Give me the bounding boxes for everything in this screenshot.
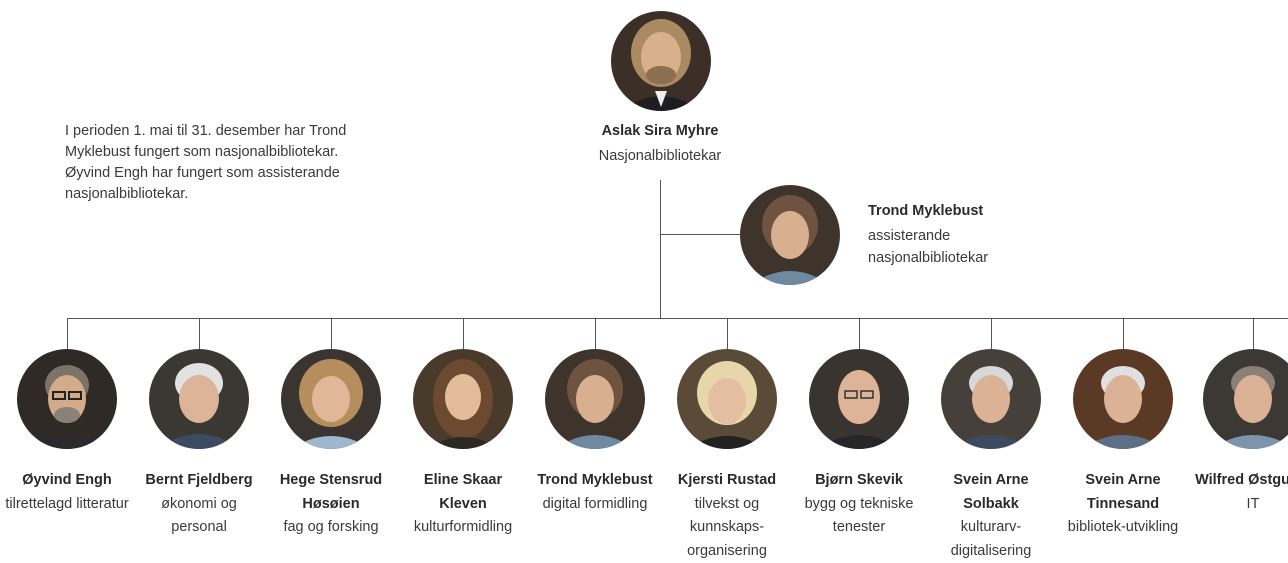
member-portrait <box>545 349 645 449</box>
member-department: kulturarv-digitalisering <box>927 516 1055 563</box>
member-name: Trond Myklebust <box>531 469 659 493</box>
connector-drop-2 <box>199 318 200 350</box>
member-name: Svein Arne Solbakk <box>927 469 1055 516</box>
member-card: Hege Stensrud Høsøien fag og forsking <box>267 349 395 540</box>
member-card: Kjersti Rustad tilvekst og kunnskaps-org… <box>663 349 791 563</box>
member-portrait <box>809 349 909 449</box>
member-name: Wilfred Østgulen <box>1189 469 1288 493</box>
connector-drop-5 <box>595 318 596 350</box>
deputy-role: assisterande nasjonalbibliotekar <box>868 225 1068 269</box>
member-card: Øyvind Engh tilrettelagd litteratur <box>3 349 131 516</box>
connector-drop-1 <box>67 318 68 350</box>
member-card: Bjørn Skevik bygg og tekniske tenester <box>795 349 923 540</box>
period-note: I perioden 1. mai til 31. desember har T… <box>65 121 365 205</box>
member-card: Svein Arne Tinnesand bibliotek-utvikling <box>1059 349 1187 540</box>
connector-drop-6 <box>727 318 728 350</box>
member-name: Svein Arne Tinnesand <box>1059 469 1187 516</box>
member-portrait <box>941 349 1041 449</box>
member-name: Hege Stensrud Høsøien <box>267 469 395 516</box>
member-name: Kjersti Rustad <box>663 469 791 493</box>
connector-drop-8 <box>991 318 992 350</box>
member-department: fag og forsking <box>267 516 395 540</box>
leader-portrait <box>611 11 711 111</box>
connector-drop-4 <box>463 318 464 350</box>
member-card: Wilfred Østgulen IT <box>1189 349 1288 516</box>
connector-horizontal <box>67 318 1288 319</box>
member-name: Bernt Fjeldberg <box>135 469 263 493</box>
connector-drop-9 <box>1123 318 1124 350</box>
connector-drop-7 <box>859 318 860 350</box>
member-portrait <box>1203 349 1288 449</box>
member-name: Eline Skaar Kleven <box>399 469 527 516</box>
member-card: Trond Myklebust digital formidling <box>531 349 659 516</box>
member-portrait <box>413 349 513 449</box>
member-name: Bjørn Skevik <box>795 469 923 493</box>
connector-deputy <box>660 234 740 235</box>
connector-drop-3 <box>331 318 332 350</box>
member-portrait <box>149 349 249 449</box>
leader-name: Aslak Sira Myhre <box>520 121 800 142</box>
member-portrait <box>677 349 777 449</box>
member-department: kulturformidling <box>399 516 527 540</box>
member-portrait <box>17 349 117 449</box>
member-department: digital formidling <box>531 493 659 517</box>
deputy-portrait <box>740 185 840 285</box>
leader-role: Nasjonalbibliotekar <box>520 146 800 167</box>
member-department: IT <box>1189 493 1288 517</box>
deputy-name: Trond Myklebust <box>868 201 1128 222</box>
member-card: Bernt Fjeldberg økonomi og personal <box>135 349 263 540</box>
member-portrait <box>1073 349 1173 449</box>
member-department: bygg og tekniske tenester <box>795 493 923 540</box>
member-card: Eline Skaar Kleven kulturformidling <box>399 349 527 540</box>
member-name: Øyvind Engh <box>3 469 131 493</box>
member-department: bibliotek-utvikling <box>1059 516 1187 540</box>
member-department: tilvekst og kunnskaps-organisering <box>663 493 791 563</box>
member-card: Svein Arne Solbakk kulturarv-digitaliser… <box>927 349 1055 563</box>
member-portrait <box>281 349 381 449</box>
connector-trunk <box>660 180 661 318</box>
member-department: tilrettelagd litteratur <box>3 493 131 517</box>
member-department: økonomi og personal <box>135 493 263 540</box>
connector-drop-10 <box>1253 318 1254 350</box>
